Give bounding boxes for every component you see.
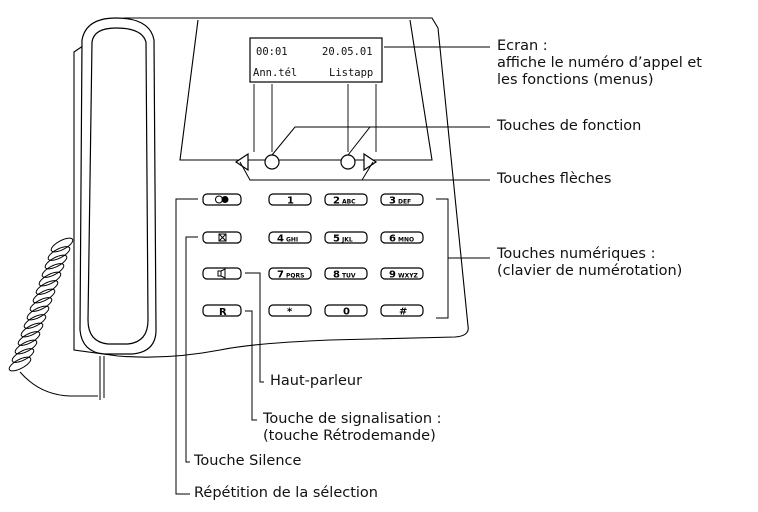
cord-coil xyxy=(50,237,74,253)
keypad-key-2-0[interactable] xyxy=(268,267,312,280)
callout-mute: Touche Silence xyxy=(194,453,302,469)
lcd-date: 20.05.01 xyxy=(322,46,373,58)
signal-key-label: R xyxy=(219,307,227,318)
keypad-key-label: 0 xyxy=(343,307,350,318)
speaker-key[interactable] xyxy=(202,267,242,280)
keypad-key-3-0[interactable] xyxy=(268,304,312,317)
keypad-key-3-1[interactable] xyxy=(324,304,368,317)
speaker-icon xyxy=(217,268,226,279)
cord-tail xyxy=(19,371,98,397)
keypad-key-0-1[interactable] xyxy=(324,193,368,206)
function-key-left[interactable] xyxy=(264,154,280,170)
callout-numeric-sub: (clavier de numérotation) xyxy=(497,263,683,279)
callout-screen-line3: les fonctions (menus) xyxy=(497,72,654,88)
cord-coil xyxy=(44,254,68,270)
left-keys xyxy=(202,193,242,317)
display-panel xyxy=(179,19,433,161)
cord-coil xyxy=(8,356,32,372)
cord-coil xyxy=(14,339,38,355)
mute-icon xyxy=(218,233,227,242)
handset xyxy=(79,17,157,355)
coiled-cord xyxy=(8,237,98,397)
keypad-key-3-2[interactable] xyxy=(380,304,424,317)
callout-numeric-title: Touches numériques : xyxy=(497,246,656,262)
lcd-time: 00:01 xyxy=(256,46,288,58)
signal-key[interactable] xyxy=(202,304,242,317)
keypad-key-label: # xyxy=(399,307,407,318)
cord-coil xyxy=(17,331,41,346)
cord-coil xyxy=(20,322,44,338)
callout-speaker: Haut-parleur xyxy=(270,373,363,389)
callout-signal-title: Touche de signalisation : xyxy=(263,411,442,427)
phone-body xyxy=(73,17,469,358)
keypad-key-0-2[interactable] xyxy=(380,193,424,206)
cord-coil xyxy=(26,305,50,321)
callout-screen-title: Ecran : xyxy=(497,38,548,54)
callout-screen-line2: affiche le numéro d’appel et xyxy=(497,55,702,71)
keypad-key-1-2[interactable] xyxy=(380,231,424,244)
keypad-key-2-2[interactable] xyxy=(380,267,424,280)
callout-function-keys: Touches de fonction xyxy=(497,118,642,134)
callout-arrow-keys: Touches flèches xyxy=(497,171,612,187)
arrow-left-key[interactable] xyxy=(234,152,249,172)
lcd-screen: 00:01 20.05.01 Ann.tél Listapp xyxy=(249,37,383,83)
callout-signal-key: Touche de signalisation : (touche Rétrod… xyxy=(263,411,442,445)
cord-coil xyxy=(41,263,65,278)
cord-coil xyxy=(32,288,56,304)
function-key-right[interactable] xyxy=(340,154,356,170)
cord-coil xyxy=(11,348,35,363)
callout-redial: Répétition de la sélection xyxy=(194,485,378,501)
cord-coil xyxy=(38,271,62,287)
keypad-key-1-1[interactable] xyxy=(324,231,368,244)
keypad-key-label: * xyxy=(287,307,293,318)
redial-icon xyxy=(215,195,229,204)
cord-coil xyxy=(23,314,47,329)
keypad-key-2-1[interactable] xyxy=(324,267,368,280)
lcd-softkey-right: Listapp xyxy=(329,67,373,79)
callout-numeric-keys: Touches numériques : (clavier de numérot… xyxy=(497,246,682,280)
cord-coil xyxy=(29,297,53,312)
keypad-key-0-0[interactable] xyxy=(268,193,312,206)
cord-coil xyxy=(35,280,59,295)
keypad-key-1-0[interactable] xyxy=(268,231,312,244)
lcd-softkey-left: Ann.tél xyxy=(253,67,297,79)
keypad-key-label: 1 xyxy=(287,196,294,207)
callout-screen: Ecran : affiche le numéro d’appel et les… xyxy=(497,38,702,89)
callout-signal-sub: (touche Rétrodemande) xyxy=(263,428,436,444)
cord-coil xyxy=(47,246,71,261)
